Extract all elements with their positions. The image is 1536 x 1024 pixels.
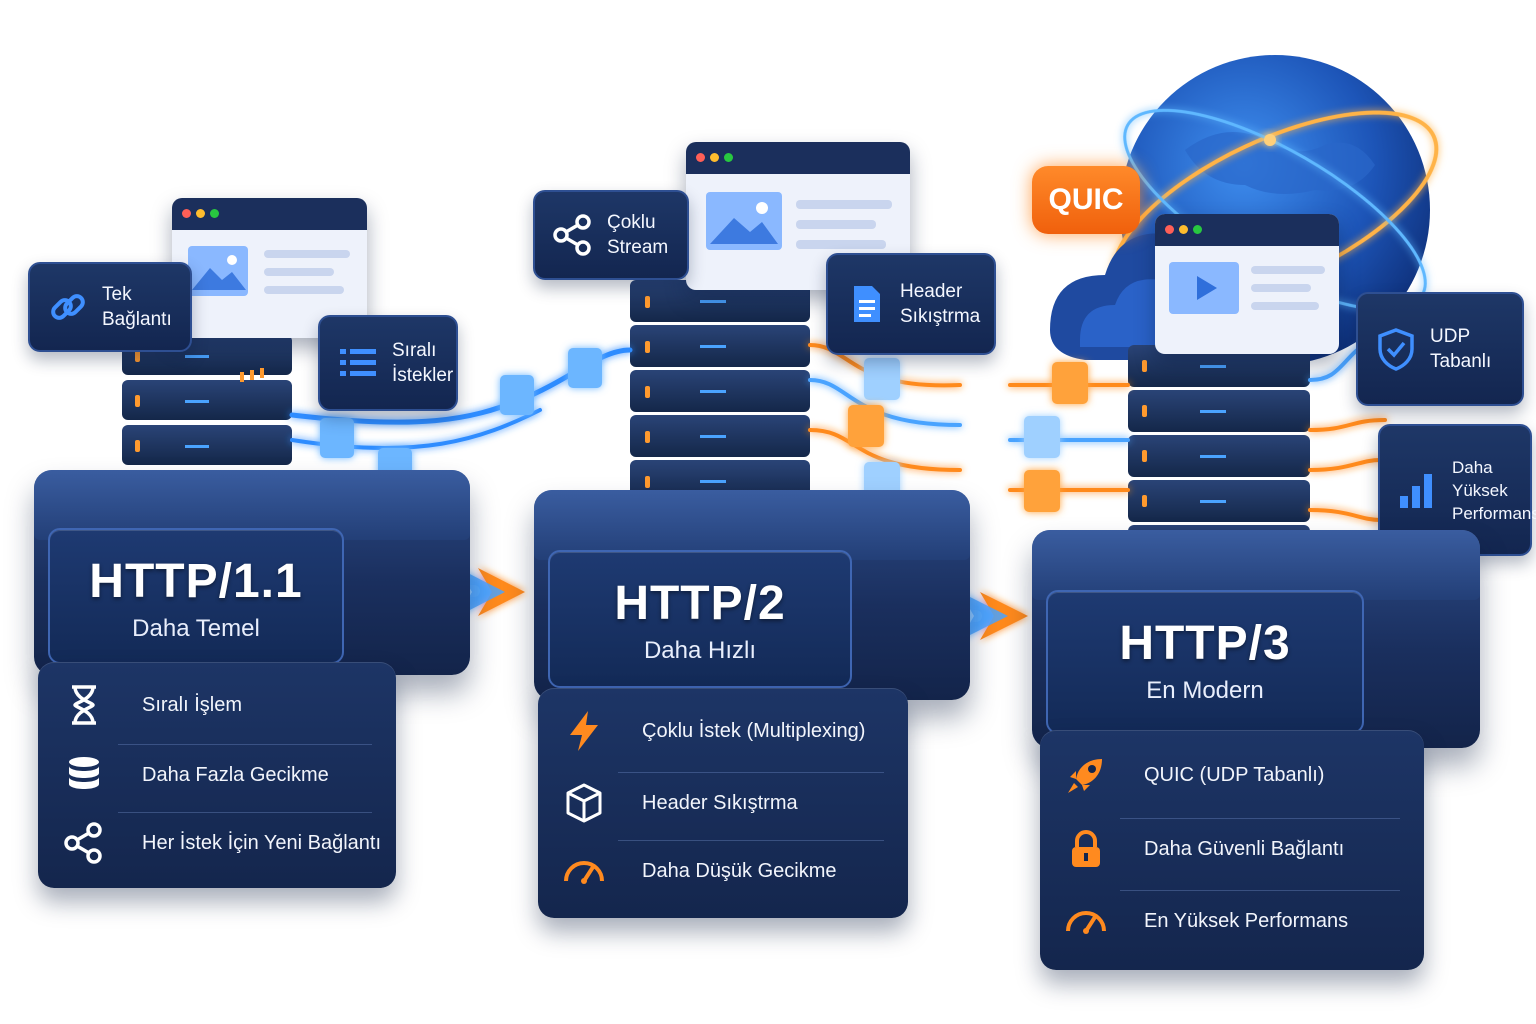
- stage-platform-http1: HTTP/1.1 Daha Temel: [34, 470, 470, 675]
- stage-subtitle: Daha Temel: [132, 615, 260, 642]
- feature-card-http2: Çoklu İstek (Multiplexing) Header Sıkışt…: [538, 688, 908, 918]
- quic-badge: QUIC: [1032, 166, 1140, 234]
- callout-label: UDP Tabanlı: [1430, 326, 1492, 372]
- stage-subtitle: En Modern: [1146, 677, 1264, 704]
- feature-label: Her İstek İçin Yeni Bağlantı: [142, 831, 382, 854]
- cube-icon: [566, 783, 602, 823]
- feature-row: Her İstek İçin Yeni Bağlantı: [38, 812, 396, 874]
- feature-row: Daha Güvenli Bağlantı: [1040, 818, 1424, 880]
- bar-chart-icon: [1400, 474, 1432, 508]
- callout-udp-tabanli: UDP Tabanlı: [1356, 292, 1524, 406]
- stage-platform-http3: HTTP/3 En Modern: [1032, 530, 1480, 748]
- feature-row: Daha Fazla Gecikme: [38, 744, 396, 806]
- hourglass-icon: [72, 685, 96, 725]
- database-icon: [69, 757, 99, 789]
- feature-row: Çoklu İstek (Multiplexing): [538, 700, 908, 762]
- stage-version: HTTP/1.1: [89, 555, 303, 608]
- feature-label: QUIC (UDP Tabanlı): [1144, 763, 1325, 786]
- callout-header-sikistirma: Header Sıkıştrma: [826, 253, 996, 355]
- feature-card-http1: Sıralı İşlem Daha Fazla Gecikme Her İste…: [38, 662, 396, 888]
- lock-icon: [1072, 830, 1100, 867]
- list-icon: [340, 349, 376, 376]
- document-icon: [854, 286, 880, 322]
- speedometer-icon: [1066, 911, 1106, 934]
- browser-window: [172, 198, 367, 338]
- lightning-icon: [570, 711, 598, 751]
- feature-label: Header Sıkıştrma: [642, 791, 798, 814]
- callout-label: Header Sıkıştrma: [900, 281, 981, 327]
- image-icon: [706, 192, 782, 250]
- callout-coklu-stream: Çoklu Stream: [533, 190, 689, 280]
- feature-row: En Yüksek Performans: [1040, 890, 1424, 952]
- feature-label: En Yüksek Performans: [1144, 909, 1349, 932]
- stage-subtitle: Daha Hızlı: [643, 637, 757, 664]
- callout-label: Sıralı İstekler: [392, 340, 454, 386]
- feature-label: Sıralı İşlem: [142, 693, 243, 716]
- video-icon: [1169, 262, 1239, 314]
- browser-window: [1155, 214, 1339, 354]
- stage-version: HTTP/2: [614, 577, 786, 630]
- feature-row: QUIC (UDP Tabanlı): [1040, 744, 1424, 806]
- feature-row: Daha Düşük Gecikme: [538, 840, 908, 902]
- feature-row: Sıralı İşlem: [38, 674, 396, 736]
- feature-label: Daha Güvenli Bağlantı: [1144, 837, 1345, 860]
- stage-version: HTTP/3: [1119, 617, 1291, 670]
- server-stack-http2: [630, 280, 810, 502]
- link-icon: [51, 294, 85, 320]
- callout-label: Daha Yüksek Performans: [1452, 457, 1536, 523]
- feature-card-http3: QUIC (UDP Tabanlı) Daha Güvenli Bağlantı…: [1040, 730, 1424, 970]
- shield-icon: [1378, 328, 1414, 371]
- feature-label: Daha Fazla Gecikme: [142, 763, 329, 786]
- share-nodes-icon: [64, 822, 102, 864]
- speedometer-icon: [564, 861, 604, 884]
- callout-tek-baglanti: Tek Bağlantı: [28, 262, 192, 352]
- image-icon: [188, 246, 248, 296]
- callout-sirali-istekler: Sıralı İstekler: [318, 315, 458, 411]
- stage-title-panel: HTTP/2 Daha Hızlı: [548, 550, 852, 688]
- feature-label: Daha Düşük Gecikme: [642, 859, 837, 882]
- share-nodes-icon: [553, 214, 591, 256]
- callout-label: Tek Bağlantı: [102, 284, 172, 330]
- stage-platform-http2: HTTP/2 Daha Hızlı: [534, 490, 970, 700]
- stage-title-panel: HTTP/1.1 Daha Temel: [48, 528, 344, 664]
- rocket-icon: [1068, 759, 1102, 793]
- stage-title-panel: HTTP/3 En Modern: [1046, 590, 1364, 734]
- feature-row: Header Sıkıştrma: [538, 772, 908, 834]
- feature-label: Çoklu İstek (Multiplexing): [642, 719, 866, 742]
- callout-label: Çoklu Stream: [607, 212, 669, 258]
